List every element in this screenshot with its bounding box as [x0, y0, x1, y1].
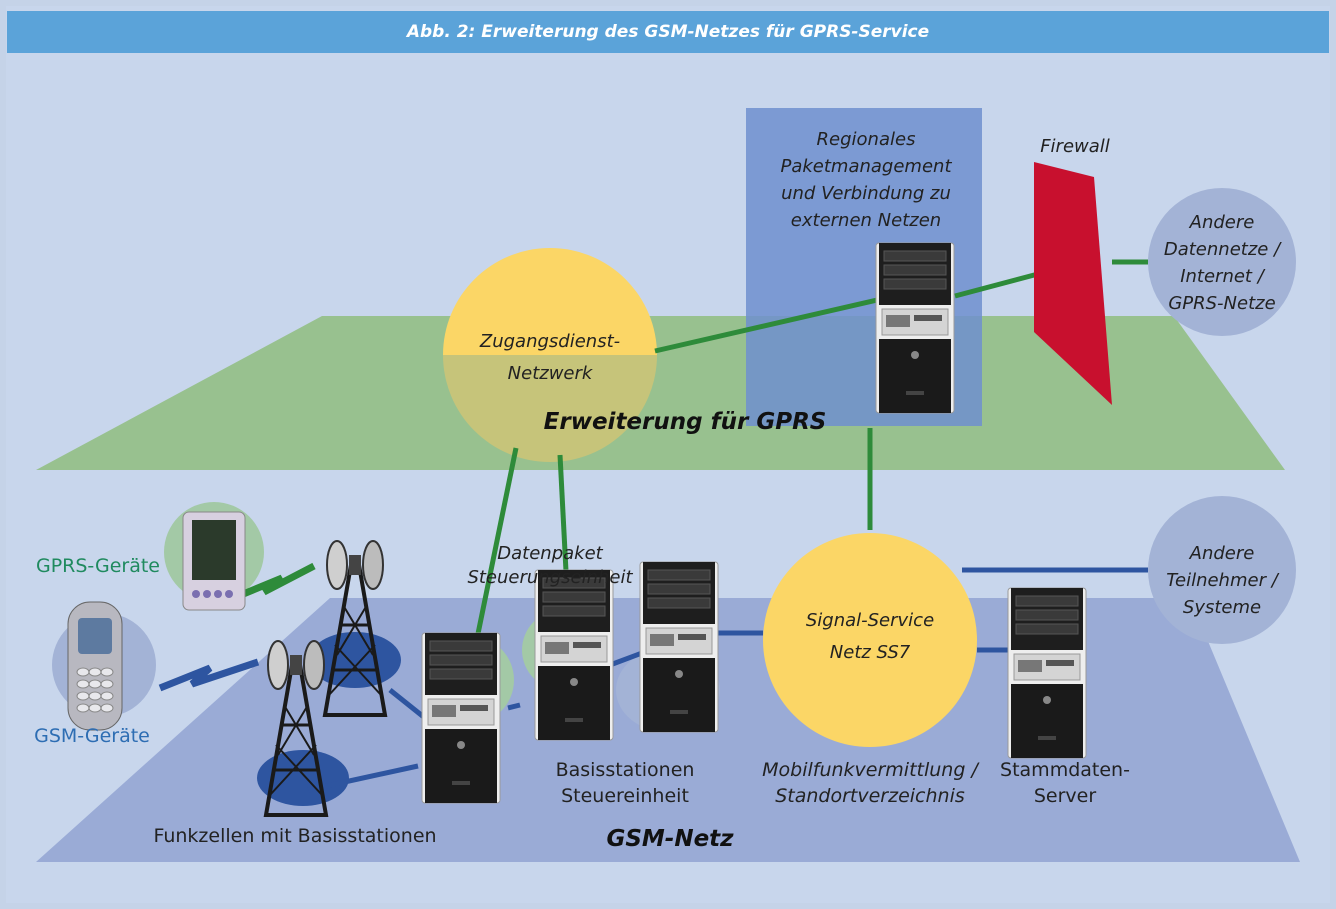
gprs-plane-label: Erweiterung für GPRS — [543, 409, 827, 435]
external-networks-node — [1148, 188, 1296, 336]
master-data-server-label: Stammdaten-Server — [1000, 759, 1130, 807]
gsm-radio-link — [158, 658, 260, 692]
signal-service-node — [763, 533, 977, 747]
access-network-label: Zugangsdienst-Netzwerk — [479, 331, 621, 384]
gprs-radio-link — [234, 562, 316, 601]
radio-cells-label: Funkzellen mit Basisstationen — [153, 825, 437, 847]
gprs-devices-label: GPRS-Geräte — [35, 555, 160, 577]
figure-title: Abb. 2: Erweiterung des GSM-Netzes für G… — [7, 11, 1329, 53]
gsm-plane-label: GSM-Netz — [606, 826, 734, 852]
access-network-node — [443, 248, 657, 355]
pda-icon — [182, 511, 246, 611]
server-icon — [639, 561, 719, 733]
server-icon — [1007, 587, 1087, 759]
mobile-phone-icon — [67, 601, 123, 731]
server-icon — [421, 632, 501, 804]
mobile-switching-label: Mobilfunkvermittlung /Standortverzeichni… — [762, 759, 978, 807]
firewall-label: Firewall — [1040, 136, 1110, 157]
server-icon — [875, 242, 955, 414]
server-icon — [534, 569, 614, 741]
firewall-wall — [1034, 162, 1112, 405]
gsm-devices-label: GSM-Geräte — [34, 725, 150, 747]
radio-cell — [257, 750, 349, 806]
other-subscribers-node — [1148, 496, 1296, 644]
